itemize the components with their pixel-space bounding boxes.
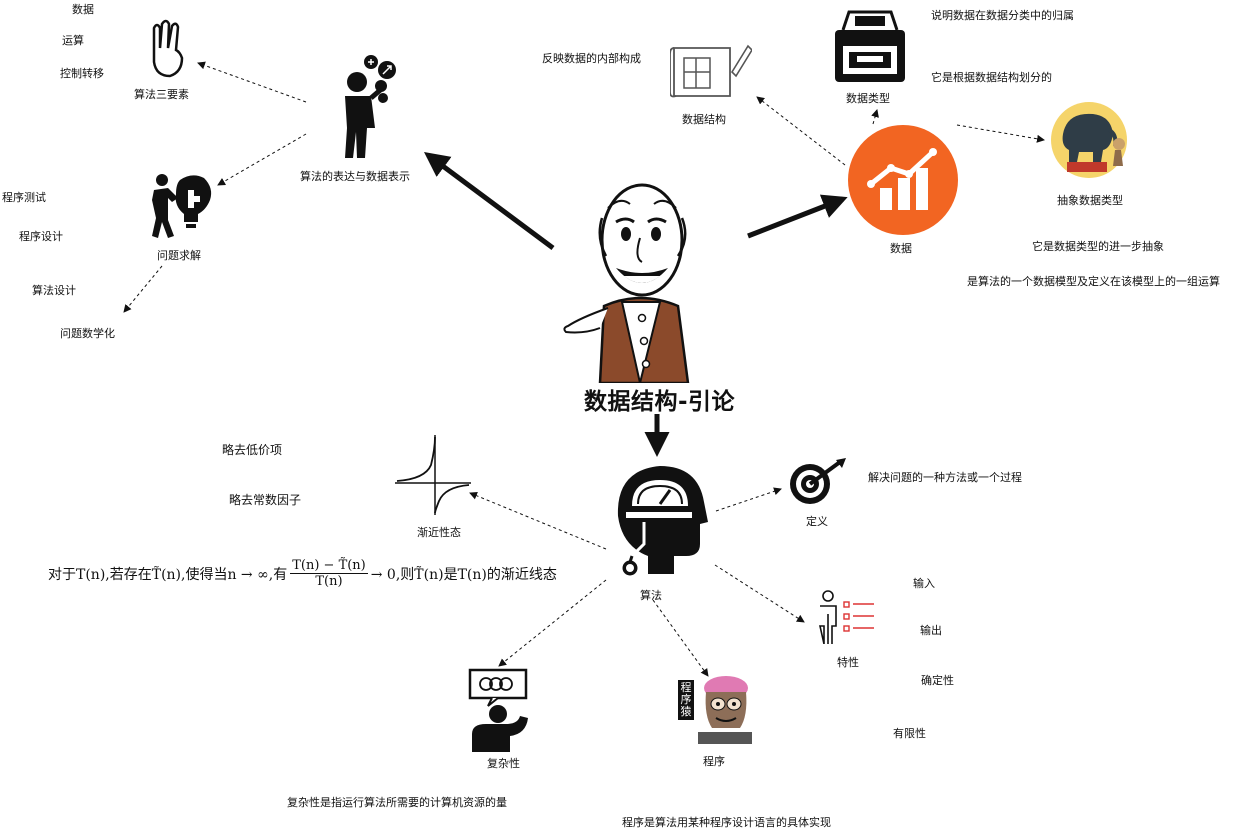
complexity-desc: 复杂性是指运行算法所需要的计算机资源的量 xyxy=(287,796,507,809)
algorithm-label: 算法 xyxy=(640,589,662,602)
elephant-icon xyxy=(1047,100,1133,182)
adt-label: 抽象数据类型 xyxy=(1057,194,1123,207)
program-sign: 程序猿 xyxy=(680,681,692,718)
features-item: 输出 xyxy=(920,624,942,637)
hand-icon xyxy=(148,18,188,78)
link-type xyxy=(871,109,879,125)
arrow-to-representation xyxy=(423,152,555,251)
link-complexity xyxy=(498,579,607,667)
structure-desc: 反映数据的内部构成 xyxy=(542,52,641,65)
professor-icon xyxy=(560,178,720,385)
thinking-person-icon xyxy=(466,668,530,752)
features-label: 特性 xyxy=(837,656,859,669)
presenter-icon xyxy=(335,52,399,160)
formula-fraction: T(n) − T̃(n) T(n) xyxy=(290,558,368,589)
type-item: 说明数据在数据分类中的归属 xyxy=(931,9,1074,22)
growth-chart-icon xyxy=(847,124,959,236)
definition-label: 定义 xyxy=(806,515,828,528)
asymptote-graph-icon xyxy=(395,435,471,515)
asymptotic-formula: 对于T(n),若存在T̃(n),使得当n → ∞,有 T(n) − T̃(n) … xyxy=(48,558,557,589)
asymptotic-label: 渐近性态 xyxy=(417,526,461,539)
three-elements-label: 算法三要素 xyxy=(134,88,189,101)
three-elements-item: 数据 xyxy=(72,3,94,16)
definition-desc: 解决问题的一种方法或一个过程 xyxy=(868,471,1022,484)
link-adt xyxy=(956,124,1045,143)
problem-solving-item: 程序设计 xyxy=(19,230,63,243)
features-item: 确定性 xyxy=(921,674,954,687)
program-label: 程序 xyxy=(703,755,725,768)
link-program xyxy=(652,599,709,677)
formula-numerator: T(n) − T̃(n) xyxy=(290,558,368,574)
formula-pre: 对于T(n),若存在T̃(n),使得当n → ∞,有 xyxy=(48,566,288,583)
drawer-icon xyxy=(833,6,907,84)
program-desc: 程序是算法用某种程序设计语言的具体实现 xyxy=(622,816,831,829)
link-features xyxy=(714,564,805,623)
features-item: 输入 xyxy=(913,577,935,590)
data-label: 数据 xyxy=(890,242,912,255)
link-math xyxy=(123,265,163,313)
link-definition xyxy=(715,487,782,512)
arrow-to-data xyxy=(747,194,848,239)
representation-label: 算法的表达与数据表示 xyxy=(300,170,410,183)
problem-solving-item: 问题数学化 xyxy=(60,327,115,340)
problem-solving-item: 算法设计 xyxy=(32,284,76,297)
puzzle-person-icon xyxy=(148,170,214,240)
three-elements-item: 控制转移 xyxy=(60,67,104,80)
asymptotic-item: 略去低价项 xyxy=(222,443,283,457)
blueprint-icon xyxy=(669,42,754,100)
type-label: 数据类型 xyxy=(846,92,890,105)
three-elements-item: 运算 xyxy=(62,34,84,47)
type-item: 它是根据数据结构划分的 xyxy=(931,71,1052,84)
features-item: 有限性 xyxy=(893,727,926,740)
center-title: 数据结构-引论 xyxy=(584,389,736,415)
target-icon xyxy=(784,458,848,506)
adt-item: 是算法的一个数据模型及定义在该模型上的一组运算 xyxy=(967,275,1220,288)
formula-post: → 0,则T̃(n)是T(n)的渐近线态 xyxy=(370,566,557,583)
checklist-person-icon xyxy=(816,590,876,645)
link-asymptotic xyxy=(469,491,607,550)
adt-item: 它是数据类型的进一步抽象 xyxy=(1032,240,1164,253)
brain-gauge-icon xyxy=(612,462,708,580)
problem-solving-item: 程序测试 xyxy=(2,191,46,204)
link-structure xyxy=(756,96,846,166)
link-problem-solving xyxy=(217,133,307,186)
link-three-elements xyxy=(197,61,307,103)
programmer-monkey-icon: 程序猿 xyxy=(676,676,752,744)
asymptotic-item: 略去常数因子 xyxy=(229,493,302,507)
problem-solving-label: 问题求解 xyxy=(157,249,201,262)
structure-label: 数据结构 xyxy=(682,113,726,126)
formula-denominator: T(n) xyxy=(315,574,343,589)
complexity-label: 复杂性 xyxy=(487,757,520,770)
